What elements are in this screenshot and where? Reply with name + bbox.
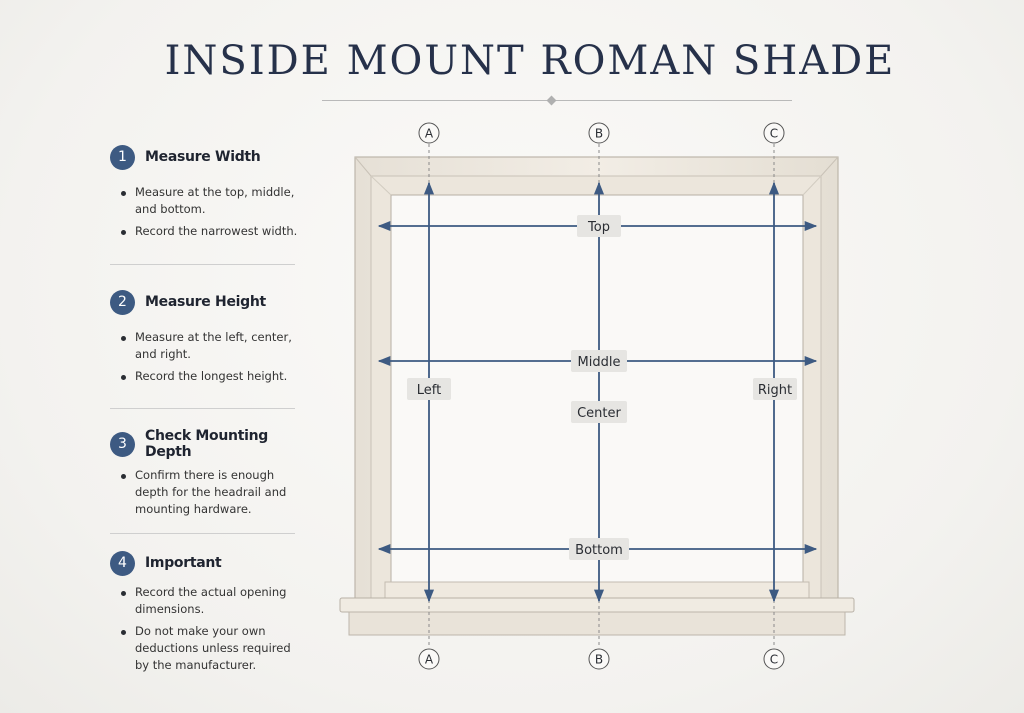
step-bullet-list: Record the actual opening dimensions. Do… <box>110 584 300 674</box>
step-divider <box>110 264 295 265</box>
step-bullet-list: Confirm there is enough depth for the he… <box>110 467 300 518</box>
middle-label: Middle <box>578 355 621 370</box>
step-check-mounting-depth: 3 Check Mounting Depth Confirm there is … <box>110 428 300 523</box>
step-divider <box>110 408 295 409</box>
step-title: Measure Width <box>145 149 261 165</box>
step-number-badge: 4 <box>110 550 135 576</box>
marker-c-top: C <box>770 127 778 141</box>
bullet-item: Record the actual opening dimensions. <box>110 584 300 618</box>
step-divider <box>110 533 295 534</box>
bottom-markers: A B C <box>418 648 785 670</box>
step-title: Measure Height <box>145 294 266 310</box>
step-measure-height: 2 Measure Height Measure at the left, ce… <box>110 289 300 390</box>
marker-a-bottom: A <box>425 653 434 667</box>
width-label-bottom: Bottom <box>569 538 629 560</box>
bullet-item: Do not make your own deductions unless r… <box>110 623 300 674</box>
height-label-left: Left <box>407 378 451 400</box>
bottom-label: Bottom <box>575 543 623 558</box>
marker-b-bottom: B <box>595 653 603 667</box>
page-title: INSIDE MOUNT ROMAN SHADE <box>164 38 896 84</box>
center-label: Center <box>577 406 621 421</box>
step-bullet-list: Measure at the left, center, and right. … <box>110 329 300 385</box>
right-label: Right <box>758 383 792 398</box>
step-important: 4 Important Record the actual opening di… <box>110 550 300 679</box>
marker-c-bottom: C <box>770 653 778 667</box>
marker-b-top: B <box>595 127 603 141</box>
title-rule <box>322 100 792 101</box>
height-label-center: Center <box>571 401 627 423</box>
step-title: Check Mounting Depth <box>145 428 268 460</box>
top-label: Top <box>587 220 610 235</box>
step-number-badge: 2 <box>110 289 135 315</box>
step-number-badge: 3 <box>110 431 135 457</box>
marker-a-top: A <box>425 127 434 141</box>
width-label-middle: Middle <box>571 350 627 372</box>
bullet-item: Confirm there is enough depth for the he… <box>110 467 300 518</box>
bullet-item: Record the narrowest width. <box>110 223 300 240</box>
step-title: Important <box>145 555 222 571</box>
step-measure-width: 1 Measure Width Measure at the top, midd… <box>110 144 300 245</box>
step-bullet-list: Measure at the top, middle, and bottom. … <box>110 184 300 240</box>
left-label: Left <box>417 383 441 398</box>
step-number-badge: 1 <box>110 144 135 170</box>
bullet-item: Measure at the top, middle, and bottom. <box>110 184 300 218</box>
width-label-top: Top <box>577 215 621 237</box>
bullet-item: Measure at the left, center, and right. <box>110 329 300 363</box>
bullet-item: Record the longest height. <box>110 368 300 385</box>
height-label-right: Right <box>753 378 797 400</box>
top-markers: A B C <box>418 122 785 144</box>
